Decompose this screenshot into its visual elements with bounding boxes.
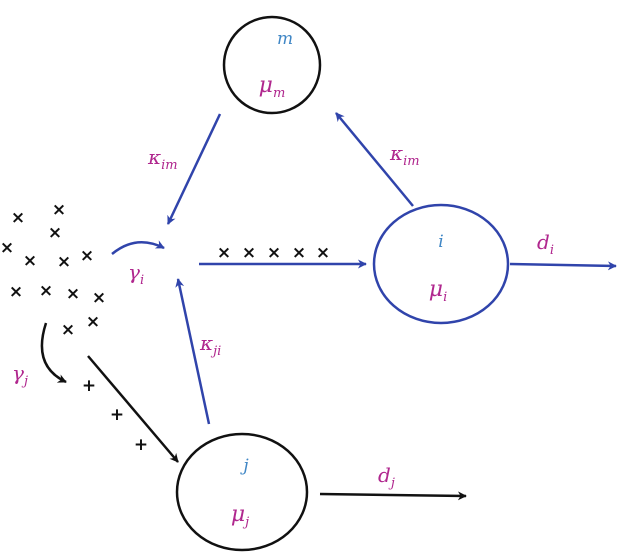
node-j-circle [175,432,309,552]
cross-mark: × [11,208,25,228]
edge-i-to-m [335,112,414,207]
node-i-mu: μi [429,277,447,305]
cross-mark: × [57,252,71,272]
cross-mark: × [61,320,75,340]
cross-mark: × [66,284,80,304]
node-i-index: i [438,232,443,252]
gamma-j-curve [40,322,67,384]
plus-mark: + [110,405,124,425]
node-j-index: j [239,456,249,476]
edge-j-to-gamma [175,278,211,425]
edge-m-to-gamma [166,113,222,225]
node-i-circle [372,203,510,325]
pluses-line: + + + [82,376,148,455]
plus-mark: + [134,435,148,455]
cross-mark: × [242,243,256,263]
crosses-row: × × × × × [217,243,330,263]
node-m-circle [222,15,322,115]
cross-mark: × [39,281,53,301]
cross-mark: × [292,243,306,263]
crosses-pool: ××××××××××××× [0,200,106,340]
node-j: j μj [175,432,309,552]
cross-mark: × [80,246,94,266]
gamma-j-label: γj [12,361,28,389]
edge-pool-to-j [87,355,179,463]
d-i-label: di [537,230,554,258]
kappa-m-label: κim [147,145,178,173]
node-j-mu: μj [231,502,249,530]
kappa-j-label: κji [199,331,221,359]
cross-mark: × [9,282,23,302]
node-m: m μm [222,15,322,115]
cross-mark: × [23,251,37,271]
plus-mark: + [82,376,96,396]
gamma-i-curve [111,240,165,255]
cross-mark: × [48,223,62,243]
cross-mark: × [267,243,281,263]
kappa-i-label: κim [389,141,420,169]
gamma-i-label: γi [128,260,144,288]
edge-j-out [319,491,467,501]
cross-mark: × [217,243,231,263]
cross-mark: × [86,312,100,332]
d-j-label: dj [378,463,395,491]
node-m-mu: μm [259,73,286,101]
node-i: i μi [372,203,510,325]
cross-mark: × [52,200,66,220]
node-m-index: m [277,29,293,49]
cross-mark: × [92,288,106,308]
cross-mark: × [0,238,14,258]
cross-mark: × [316,243,330,263]
edge-i-out [509,261,617,271]
